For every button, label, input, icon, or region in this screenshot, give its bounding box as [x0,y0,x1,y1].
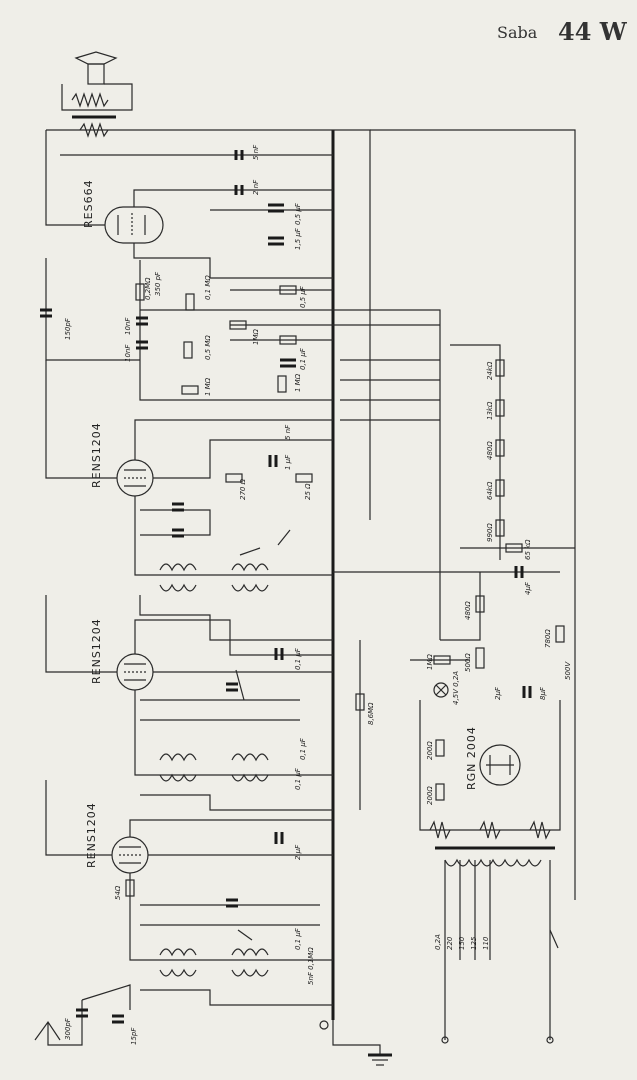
svg-text:0,2A: 0,2A [434,934,442,950]
mains-tap-labels: 0,2A 220 150 125 110 [434,934,490,950]
svg-text:RENS1204: RENS1204 [90,422,103,488]
svg-text:0,5 MΩ: 0,5 MΩ [204,335,212,360]
svg-text:780Ω: 780Ω [544,629,552,648]
svg-text:4µF: 4µF [524,581,532,595]
svg-text:270 Ω: 270 Ω [239,478,247,500]
svg-text:RENS1204: RENS1204 [90,618,103,684]
svg-text:54Ω: 54Ω [114,885,122,900]
svg-text:480Ω: 480Ω [486,441,494,460]
svg-text:350 pF: 350 pF [154,271,162,296]
output-tube: RES664 [82,179,164,244]
svg-text:1,5 µF: 1,5 µF [294,227,302,250]
tube-4: RENS1204 [85,802,149,874]
svg-text:0,1 µF: 0,1 µF [299,737,307,760]
svg-text:0,2MΩ: 0,2MΩ [144,277,152,300]
left-feed [45,130,105,226]
svg-text:990Ω: 990Ω [486,523,494,542]
svg-text:RGN 2004: RGN 2004 [465,726,478,790]
svg-text:2 µF: 2 µF [294,844,302,860]
svg-text:480Ω: 480Ω [464,601,472,620]
right-rail [370,129,576,900]
svg-text:8,6MΩ: 8,6MΩ [367,702,375,725]
ground-icon [319,1020,392,1066]
tube-label-res664: RES664 [82,179,95,228]
svg-text:0,5 µF: 0,5 µF [299,285,307,308]
svg-text:300pF: 300pF [64,1017,72,1040]
svg-text:150pF: 150pF [64,317,72,340]
speaker-icon [61,51,133,138]
svg-text:4,5V 0,2A: 4,5V 0,2A [452,671,460,705]
svg-text:5 nF: 5 nF [284,424,292,440]
svg-text:1 µF: 1 µF [284,454,292,470]
svg-text:0,1 µF: 0,1 µF [294,767,302,790]
pilot-lamp-icon [433,682,449,698]
svg-text:125: 125 [470,936,478,950]
svg-text:110: 110 [482,936,490,950]
svg-text:65 kΩ: 65 kΩ [524,539,532,560]
svg-text:0,1 MΩ: 0,1 MΩ [204,275,212,300]
antenna-icon [34,1000,83,1046]
svg-text:0,5 µF: 0,5 µF [294,202,302,225]
svg-text:0,1 µF: 0,1 µF [294,647,302,670]
svg-text:64kΩ: 64kΩ [486,481,494,500]
svg-text:5 nF: 5 nF [252,144,260,160]
svg-text:1 MΩ: 1 MΩ [294,373,302,392]
svg-text:1MΩ: 1MΩ [426,654,434,670]
svg-text:0,1 µF: 0,1 µF [299,347,307,370]
svg-text:15pF: 15pF [130,1027,138,1045]
svg-text:220: 220 [446,936,454,950]
svg-text:25 Ω: 25 Ω [304,483,312,500]
svg-text:200Ω: 200Ω [426,786,434,805]
svg-text:200Ω: 200Ω [426,741,434,760]
svg-text:10nF: 10nF [124,317,132,335]
svg-text:150: 150 [458,936,466,950]
svg-text:RENS1204: RENS1204 [85,802,98,868]
svg-text:5nF 0,1MΩ: 5nF 0,1MΩ [307,947,315,985]
svg-text:1 MΩ: 1 MΩ [204,377,212,396]
svg-text:13kΩ: 13kΩ [486,401,494,420]
rectifier-tube: RGN 2004 [465,726,521,790]
svg-text:10nF: 10nF [124,344,132,362]
svg-text:500V: 500V [564,661,572,680]
svg-text:0,1 µF: 0,1 µF [294,927,302,950]
svg-text:2 nF: 2 nF [252,179,260,195]
svg-text:500Ω: 500Ω [464,653,472,672]
svg-text:24kΩ: 24kΩ [486,361,494,380]
coil-1 [159,563,269,592]
tube-3: RENS1204 [90,618,154,691]
svg-text:8µF: 8µF [539,686,547,700]
tube-2: RENS1204 [90,422,154,497]
brand-text: Saba [497,23,538,42]
model-text: 44 W [558,17,628,46]
svg-text:1MΩ: 1MΩ [252,329,260,345]
svg-text:2µF: 2µF [494,686,502,700]
